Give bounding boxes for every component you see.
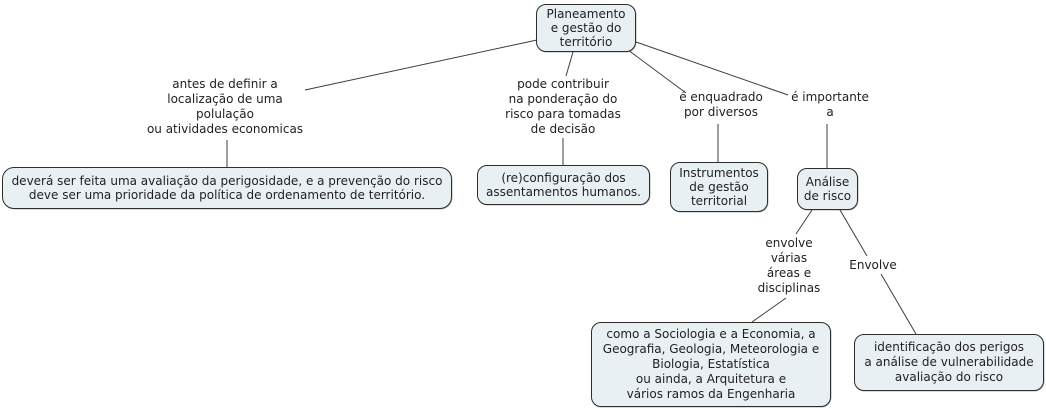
line-risk-analysis-to-involves xyxy=(839,209,868,257)
concept-hazard-assessment[interactable]: deverá ser feita uma avaliação da perigo… xyxy=(2,167,452,209)
link-label-important-to[interactable]: é importante a xyxy=(791,90,869,119)
concept-risk-steps[interactable]: identificação dos perigos a análise de v… xyxy=(854,334,1044,391)
line-root-to-can-contribute xyxy=(565,51,574,77)
link-label-before-defining[interactable]: antes de definir a localização de uma po… xyxy=(146,77,304,136)
line-involves-areas-to-disciplines xyxy=(751,297,787,323)
link-label-framed-by[interactable]: é enquadrado por diversos xyxy=(679,90,763,119)
link-label-involves-areas[interactable]: envolve várias áreas e disciplinas xyxy=(757,236,821,295)
concept-risk-analysis[interactable]: Análise de risco xyxy=(797,168,858,210)
line-root-to-before-defining xyxy=(304,39,538,91)
link-label-can-contribute[interactable]: pode contribuir na ponderação do risco p… xyxy=(505,77,621,136)
line-root-to-important-to xyxy=(635,41,789,96)
concept-reconfiguration[interactable]: (re)configuração dos assentamentos human… xyxy=(477,165,650,205)
link-label-involves[interactable]: Envolve xyxy=(849,258,897,272)
concept-instruments[interactable]: Instrumentos de gestão territorial xyxy=(670,162,768,212)
line-risk-analysis-to-involves-areas xyxy=(795,209,813,235)
line-root-to-framed-by xyxy=(627,49,687,94)
concept-root[interactable]: Planeamento e gestão do território xyxy=(536,4,636,52)
concept-disciplines[interactable]: como a Sociologia e a Economia, a Geogra… xyxy=(591,322,831,407)
line-involves-to-risk-steps xyxy=(880,273,917,335)
